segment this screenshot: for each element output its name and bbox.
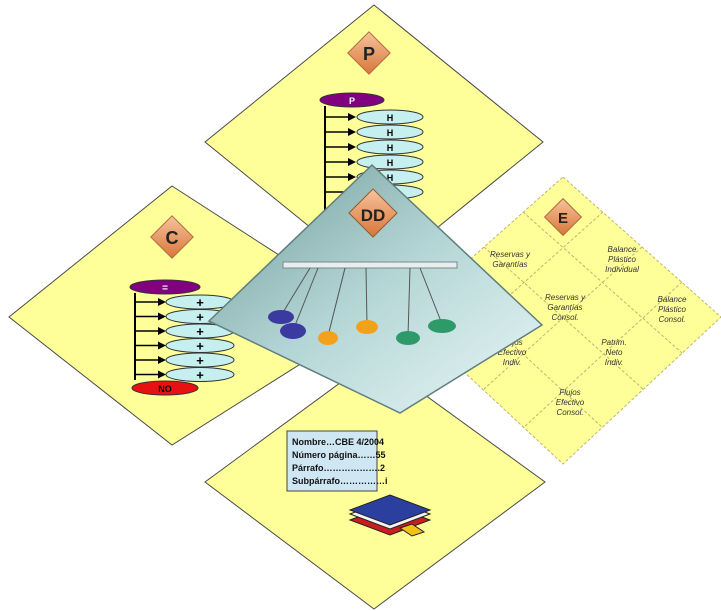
p-item (356, 124, 424, 140)
badge-p: P (347, 31, 391, 75)
doc-line: Nombre…CBE 4/2004 (292, 437, 384, 447)
p-item-label: H (387, 113, 394, 123)
c-item-label: + (196, 368, 204, 383)
c-hierarchy: = ++++++ NO (129, 279, 235, 396)
p-item-label: H (387, 173, 394, 183)
doc-line: Subpárrafo……………i (292, 476, 388, 486)
c-no-label: NO (158, 384, 172, 394)
badge-e: E (543, 197, 583, 237)
c-item-label: + (196, 324, 204, 339)
p-item (356, 109, 424, 125)
diamond-dd: DD (207, 163, 544, 414)
badge-dd-label: DD (361, 206, 386, 225)
p-item-label: H (387, 158, 394, 168)
p-item (356, 139, 424, 155)
doc-line: Párrafo……………….2 (292, 463, 385, 473)
diamond-p: P P HHHHHH (204, 4, 544, 280)
c-item-label: + (196, 339, 204, 354)
c-root-label: = (162, 283, 168, 294)
books-icon (348, 494, 432, 537)
c-item-label: + (196, 310, 204, 325)
p-item-label: H (387, 128, 394, 138)
dd-tree (268, 261, 458, 345)
badge-c-label: C (166, 228, 179, 248)
p-root-label: P (349, 96, 355, 106)
c-item-label: + (196, 295, 204, 310)
doc-line: Número página……55 (292, 450, 386, 460)
c-item (165, 367, 235, 382)
badge-p-label: P (363, 44, 375, 64)
p-item-label: H (387, 143, 394, 153)
badge-e-label: E (558, 210, 568, 227)
badge-dd: DD (348, 188, 398, 238)
c-item-label: + (196, 353, 204, 368)
badge-c: C (150, 215, 194, 259)
